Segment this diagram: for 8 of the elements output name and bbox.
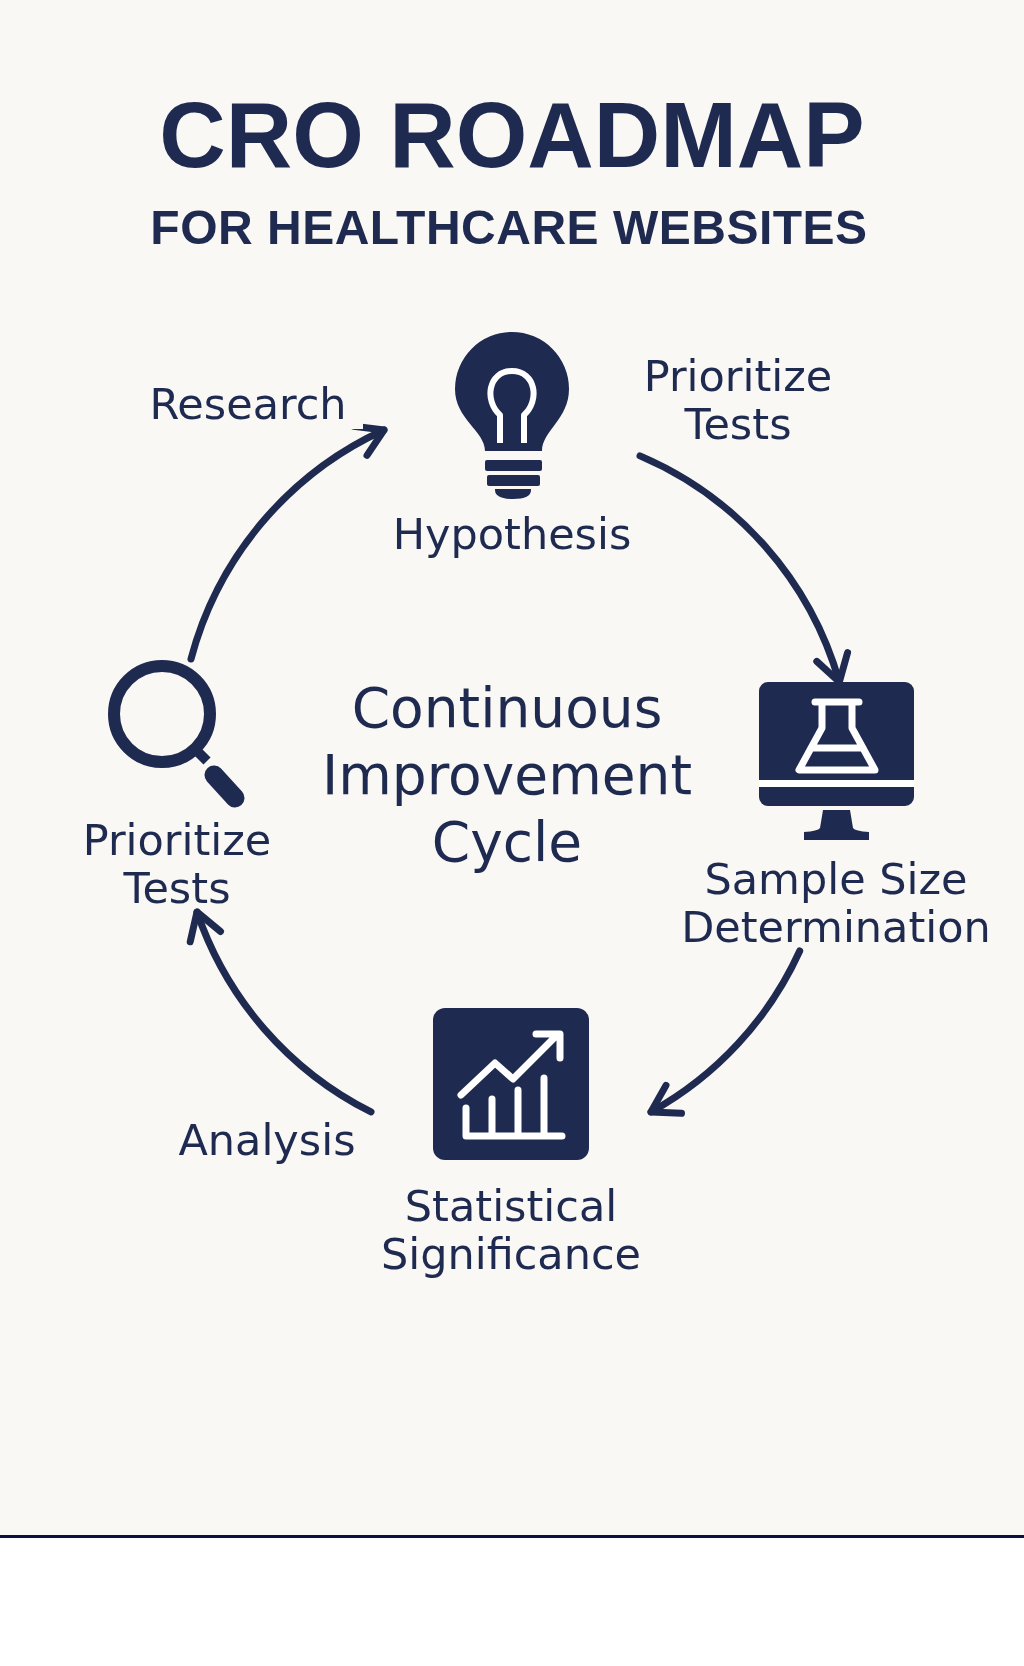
title: CRO ROADMAP	[159, 89, 865, 181]
cycle-arrow	[188, 908, 375, 1116]
cycle-arrow	[647, 947, 804, 1116]
subtitle: FOR HEALTHCARE WEBSITES	[150, 204, 868, 252]
step-label: Prioritize Tests	[81, 816, 273, 912]
step-label: Statistical Significance	[379, 1182, 643, 1278]
step-label: Hypothesis	[392, 510, 632, 558]
cycle-arrow	[187, 424, 388, 663]
